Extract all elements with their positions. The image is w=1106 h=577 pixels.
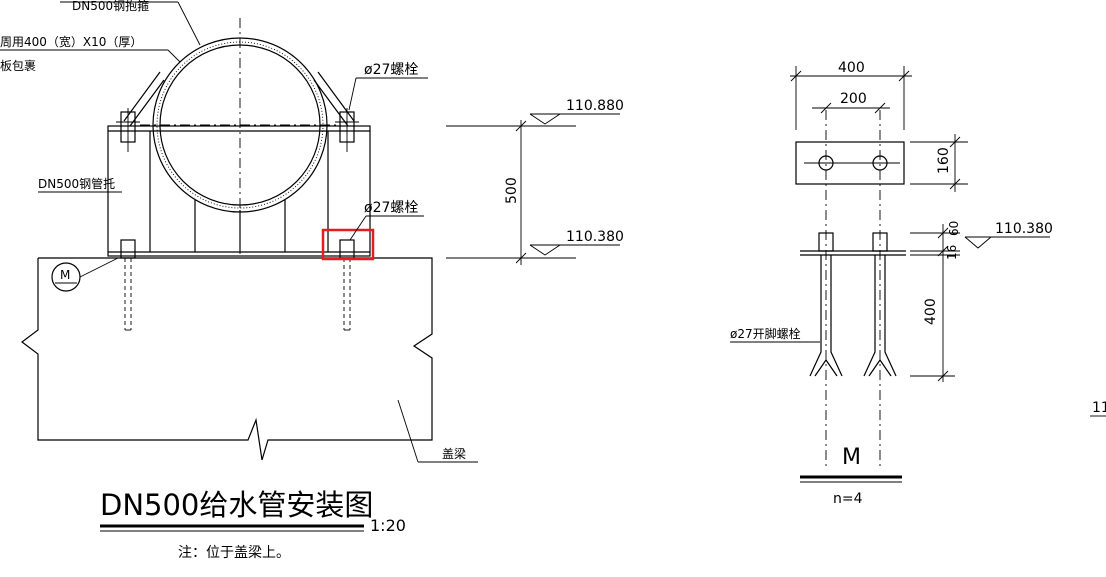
anchor-label: ø27开脚螺栓 [730, 326, 801, 341]
dim-thickness: 16 [945, 245, 959, 260]
bolt-label-top: ø27螺栓 [364, 62, 418, 78]
bolt-top-right [335, 108, 359, 152]
dim-embed: 400 [923, 298, 939, 325]
count-label: n=4 [833, 491, 863, 507]
edge-fragment: 11 [1092, 400, 1106, 416]
drawing-note: 注：位于盖梁上。 [178, 545, 290, 561]
drawing-title: DN500给水管安装图 [100, 488, 373, 522]
bolt-top-left [116, 108, 140, 152]
detail-view: 400 200 160 [730, 60, 1106, 507]
highlight-box [321, 228, 375, 261]
pipe-saddle-label: DN500钢抱箍 [72, 0, 149, 13]
title-block: DN500给水管安装图 1:20 注：位于盖梁上。 [100, 488, 406, 561]
anchor-bolt-left [120, 239, 136, 331]
main-view: DN500钢抱箍 周用400（宽）X10（厚） 板包裹 DN500钢管托 ø27… [0, 0, 624, 561]
pipe-support-frame [107, 71, 371, 257]
dim-plate: 160 [936, 147, 952, 174]
elevation-dimension: 500 110.880 110.380 [446, 98, 624, 265]
pipe-dn500 [140, 18, 340, 255]
dim-top: 60 [947, 221, 961, 236]
dim-width: 400 [838, 60, 865, 76]
cap-beam [21, 257, 433, 461]
dim-height: 500 [504, 177, 520, 204]
wrap-label-line2: 板包裹 [0, 58, 36, 73]
dim-spacing: 200 [840, 91, 867, 107]
pipe-support-label: DN500钢管托 [38, 176, 115, 191]
wrap-label-line1: 周用400（宽）X10（厚） [0, 34, 142, 49]
section-title: M [842, 445, 861, 470]
anchor-bolt-right [339, 239, 355, 331]
drawing-scale: 1:20 [370, 516, 406, 535]
beam-label: 盖梁 [442, 446, 466, 461]
section-marker: M [51, 257, 119, 292]
elev-top: 110.880 [566, 98, 624, 114]
detail-elev: 110.380 [995, 221, 1053, 237]
bolt-label-bottom: ø27螺栓 [364, 200, 418, 216]
base-plate-plan [795, 141, 905, 185]
section-marker-label: M [60, 268, 70, 282]
elev-bottom: 110.380 [566, 229, 624, 245]
